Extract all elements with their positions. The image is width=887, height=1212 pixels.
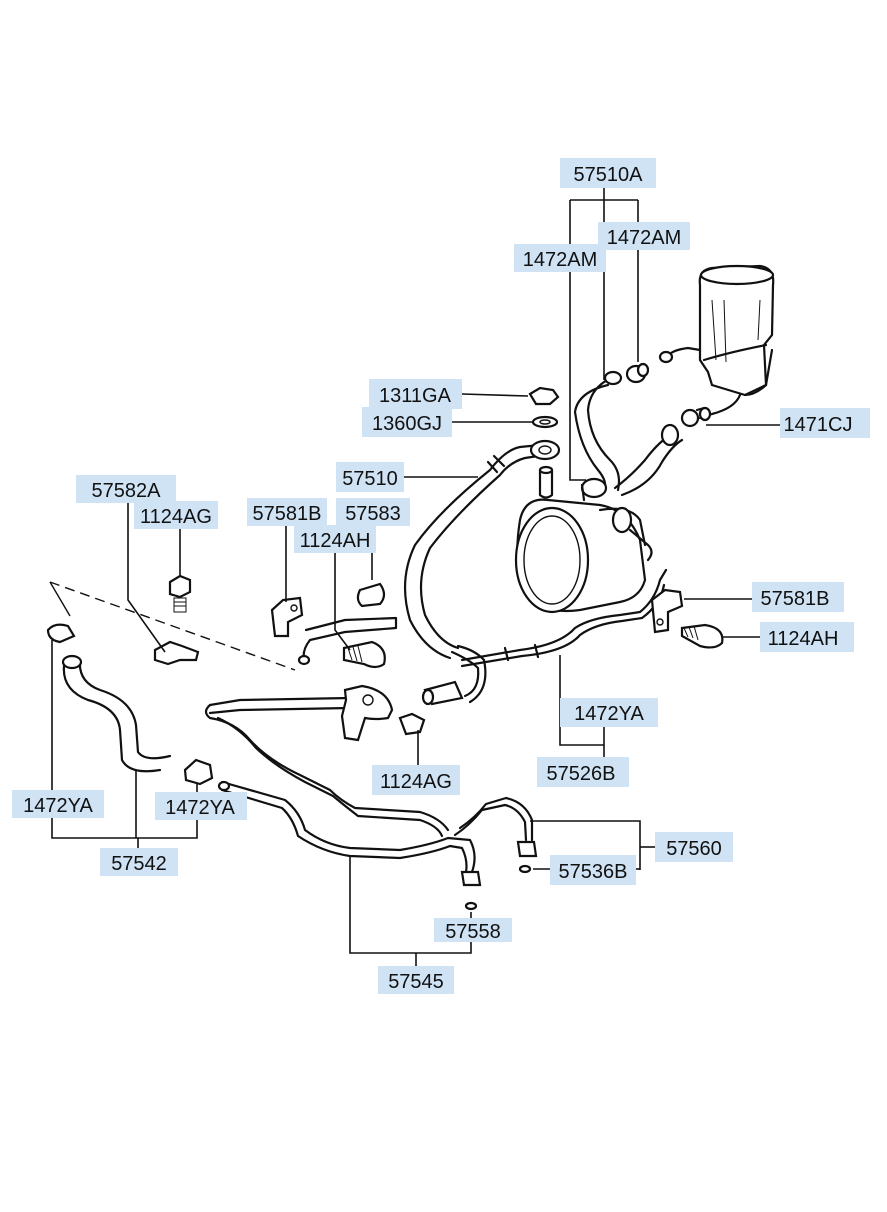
label-57581b-left[interactable]: 57581B [247, 498, 327, 526]
pressure-hose-57510 [403, 439, 561, 706]
svg-text:1472AM: 1472AM [607, 227, 682, 249]
label-1311ga[interactable]: 1311GA [369, 379, 462, 409]
label-57582a[interactable]: 57582A [76, 475, 176, 503]
label-57545[interactable]: 57545 [378, 966, 454, 994]
svg-text:1124AH: 1124AH [768, 628, 839, 650]
svg-text:57545: 57545 [388, 971, 444, 993]
label-57526b[interactable]: 57526B [537, 757, 629, 787]
label-57542[interactable]: 57542 [100, 848, 178, 876]
svg-text:1472AM: 1472AM [523, 249, 598, 271]
hose-57542 [46, 623, 214, 786]
svg-text:1360GJ: 1360GJ [372, 413, 442, 435]
svg-text:57510A: 57510A [574, 164, 644, 186]
svg-text:57510: 57510 [342, 468, 398, 490]
reference-lines [49, 581, 296, 671]
svg-text:1471CJ: 1471CJ [784, 414, 853, 436]
nut-and-washer [528, 386, 560, 429]
label-1472am-left[interactable]: 1472AM [514, 244, 606, 272]
svg-text:57560: 57560 [666, 838, 722, 860]
svg-text:1124AG: 1124AG [380, 771, 452, 793]
suction-hose [573, 370, 684, 497]
cap-57583 [356, 582, 386, 608]
label-57581b-right[interactable]: 57581B [752, 582, 844, 612]
label-1124ag-bottom[interactable]: 1124AG [372, 765, 460, 795]
svg-text:1124AG: 1124AG [140, 506, 212, 528]
bolt-1124ag-top [168, 574, 192, 613]
label-57510a[interactable]: 57510A [560, 158, 656, 188]
bracket-right [650, 588, 724, 649]
label-1472ya-mid[interactable]: 1472YA [560, 698, 658, 727]
svg-text:57526B: 57526B [547, 763, 616, 785]
svg-text:57542: 57542 [111, 853, 167, 875]
label-57536b[interactable]: 57536B [550, 855, 636, 885]
reservoir-outlet-hose [680, 393, 742, 428]
parts-artwork [46, 264, 775, 911]
label-1472am-right[interactable]: 1472AM [598, 222, 690, 250]
svg-text:57536B: 57536B [559, 861, 628, 883]
svg-text:1311GA: 1311GA [379, 385, 452, 407]
label-57510[interactable]: 57510 [336, 462, 404, 492]
bracket-left [270, 596, 398, 669]
svg-text:57582A: 57582A [92, 480, 162, 502]
svg-text:1472YA: 1472YA [23, 795, 93, 817]
clip-57582a [153, 640, 200, 666]
hose-clamps-1472am [580, 362, 650, 502]
leader-lines [51, 188, 780, 966]
label-57560[interactable]: 57560 [655, 832, 733, 862]
label-57583[interactable]: 57583 [336, 498, 410, 526]
svg-text:1472YA: 1472YA [165, 797, 235, 819]
svg-text:57581B: 57581B [253, 503, 322, 525]
power-steering-pump [514, 465, 653, 614]
svg-text:57581B: 57581B [761, 588, 830, 610]
hydraulic-lines [204, 684, 538, 911]
label-1360gj[interactable]: 1360GJ [362, 407, 452, 437]
part-labels: 57510A 1472AM 1472AM 1311GA 1360GJ 1471C… [12, 158, 870, 994]
label-1471cj[interactable]: 1471CJ [780, 408, 870, 438]
svg-text:1124AH: 1124AH [300, 530, 371, 552]
label-1472ya-left[interactable]: 1472YA [12, 790, 104, 818]
label-1472ya-clip[interactable]: 1472YA [155, 792, 247, 820]
label-57558[interactable]: 57558 [434, 918, 512, 943]
svg-text:1472YA: 1472YA [574, 703, 644, 725]
svg-text:57558: 57558 [445, 921, 501, 943]
label-1124ag-top[interactable]: 1124AG [134, 501, 218, 529]
svg-text:57583: 57583 [345, 503, 401, 525]
label-1124ah-right[interactable]: 1124AH [760, 622, 854, 652]
label-1124ah-left[interactable]: 1124AH [294, 525, 376, 553]
reservoir-tank [658, 264, 775, 397]
